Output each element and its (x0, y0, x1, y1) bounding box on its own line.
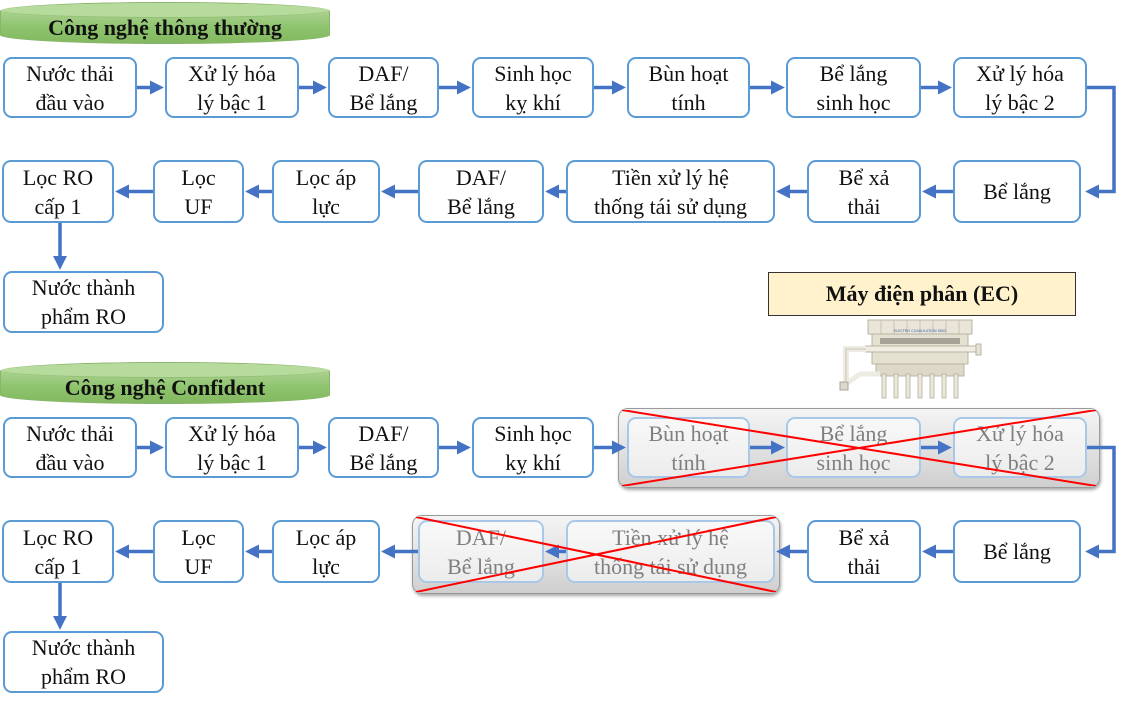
step-label: Nước thải đầu vào (26, 420, 114, 475)
step-label: Lọc RO cấp 1 (22, 164, 94, 219)
step-label: Bể xả thải (838, 164, 890, 219)
process-step-nuoc-thai-dau-vao: Nước thải đầu vào (3, 57, 137, 118)
process-step-loc-ap-luc: Lọc áp lực (272, 520, 380, 583)
step-label: Tiền xử lý hệ thống tái sử dụng (593, 164, 748, 219)
step-label: Xử lý hóa lý bậc 1 (188, 420, 276, 475)
section-header-conventional: Công nghệ thông thường (0, 2, 330, 44)
process-step-loc-ap-luc: Lọc áp lực (272, 160, 380, 223)
process-step-xu-ly-hoa-ly-bac-1: Xử lý hóa lý bậc 1 (165, 57, 299, 118)
section-title: Công nghệ thông thường (48, 15, 282, 40)
process-step-xu-ly-hoa-ly-bac-1: Xử lý hóa lý bậc 1 (165, 417, 299, 478)
process-step-be-lang: Bể lắng (953, 520, 1081, 583)
step-label: Lọc áp lực (295, 524, 357, 579)
ec-device-label: Máy điện phân (EC) (768, 272, 1076, 316)
step-label: Nước thành phẩm RO (31, 275, 136, 329)
process-step-bun-hoat-tinh: Bùn hoạt tính (627, 57, 750, 118)
step-label: Bùn hoạt tính (648, 60, 729, 115)
process-step-be-lang: Bể lắng (953, 160, 1081, 223)
step-label: DAF/ Bể lắng (349, 60, 418, 115)
step-label: Sinh học kỵ khí (494, 420, 572, 475)
ec-machine-image: ELECTRO COAGULATION SKID (839, 319, 982, 399)
process-step-nuoc-thai-dau-vao: Nước thải đầu vào (3, 417, 137, 478)
step-label: Lọc áp lực (295, 164, 357, 219)
process-step-final-ro-water: Nước thành phẩm RO (3, 271, 164, 333)
process-step-be-xa-thai: Bể xả thải (807, 520, 921, 583)
process-step-loc-ro-cap-1: Lọc RO cấp 1 (2, 520, 114, 583)
section-header-confident: Công nghệ Confident (0, 362, 330, 404)
process-step-final-ro-water: Nước thành phẩm RO (3, 631, 164, 693)
process-step-daf-be-lang: DAF/ Bể lắng (418, 160, 544, 223)
step-label: Xử lý hóa lý bậc 2 (976, 420, 1064, 475)
section-title: Công nghệ Confident (64, 375, 266, 400)
step-label: DAF/ Bể lắng (447, 524, 515, 579)
step-label: Bể xả thải (838, 524, 890, 579)
process-step-loc-uf: Lọc UF (153, 160, 244, 223)
process-step-daf-be-lang: DAF/ Bể lắng (328, 417, 439, 478)
step-label: DAF/ Bể lắng (349, 420, 418, 475)
step-label: Bể lắng sinh học (816, 420, 891, 475)
step-label: Nước thải đầu vào (26, 60, 114, 115)
conventional-technology-section: Công nghệ thông thường Nước thải đầu vào… (0, 0, 1135, 345)
step-label: Lọc UF (181, 524, 216, 579)
step-label: Nước thành phẩm RO (31, 635, 136, 689)
process-step-daf-be-lang: DAF/ Bể lắng (418, 520, 544, 583)
process-step-xu-ly-hoa-ly-bac-2: Xử lý hóa lý bậc 2 (953, 417, 1087, 478)
process-step-tien-xu-ly-he-thong-tai-su-dung: Tiền xử lý hệ thống tái sử dụng (566, 520, 775, 583)
process-step-loc-uf: Lọc UF (153, 520, 244, 583)
step-label: DAF/ Bể lắng (447, 164, 515, 219)
step-label: Sinh học kỵ khí (494, 60, 572, 115)
confident-technology-section: Công nghệ Confident Nước thải đầu vào Xử … (0, 360, 1135, 705)
process-step-be-lang-sinh-hoc: Bể lắng sinh học (786, 57, 921, 118)
step-label: Lọc UF (181, 164, 216, 219)
process-step-tien-xu-ly-he-thong-tai-su-dung: Tiền xử lý hệ thống tái sử dụng (566, 160, 775, 223)
process-step-loc-ro-cap-1: Lọc RO cấp 1 (2, 160, 114, 223)
step-label: Bùn hoạt tính (648, 420, 729, 475)
svg-text:ELECTRO COAGULATION SKID: ELECTRO COAGULATION SKID (894, 329, 946, 333)
step-label: Bể lắng sinh học (816, 60, 891, 115)
step-label: Lọc RO cấp 1 (22, 524, 94, 579)
ec-device-label-text: Máy điện phân (EC) (825, 281, 1019, 306)
step-label: Bể lắng (983, 179, 1051, 204)
flow-arrow-down-connector (1085, 85, 1116, 199)
process-step-sinh-hoc-ky-khi: Sinh học kỵ khí (472, 417, 594, 478)
step-label: Xử lý hóa lý bậc 1 (188, 60, 276, 115)
step-label: Xử lý hóa lý bậc 2 (976, 60, 1064, 115)
process-step-be-xa-thai: Bể xả thải (807, 160, 921, 223)
process-step-bun-hoat-tinh: Bùn hoạt tính (627, 417, 750, 478)
step-label: Bể lắng (983, 539, 1051, 564)
process-step-be-lang-sinh-hoc: Bể lắng sinh học (786, 417, 921, 478)
step-label: Tiền xử lý hệ thống tái sử dụng (593, 524, 748, 579)
process-step-sinh-hoc-ky-khi: Sinh học kỵ khí (472, 57, 594, 118)
process-step-xu-ly-hoa-ly-bac-2: Xử lý hóa lý bậc 2 (953, 57, 1087, 118)
process-step-daf-be-lang: DAF/ Bể lắng (328, 57, 439, 118)
